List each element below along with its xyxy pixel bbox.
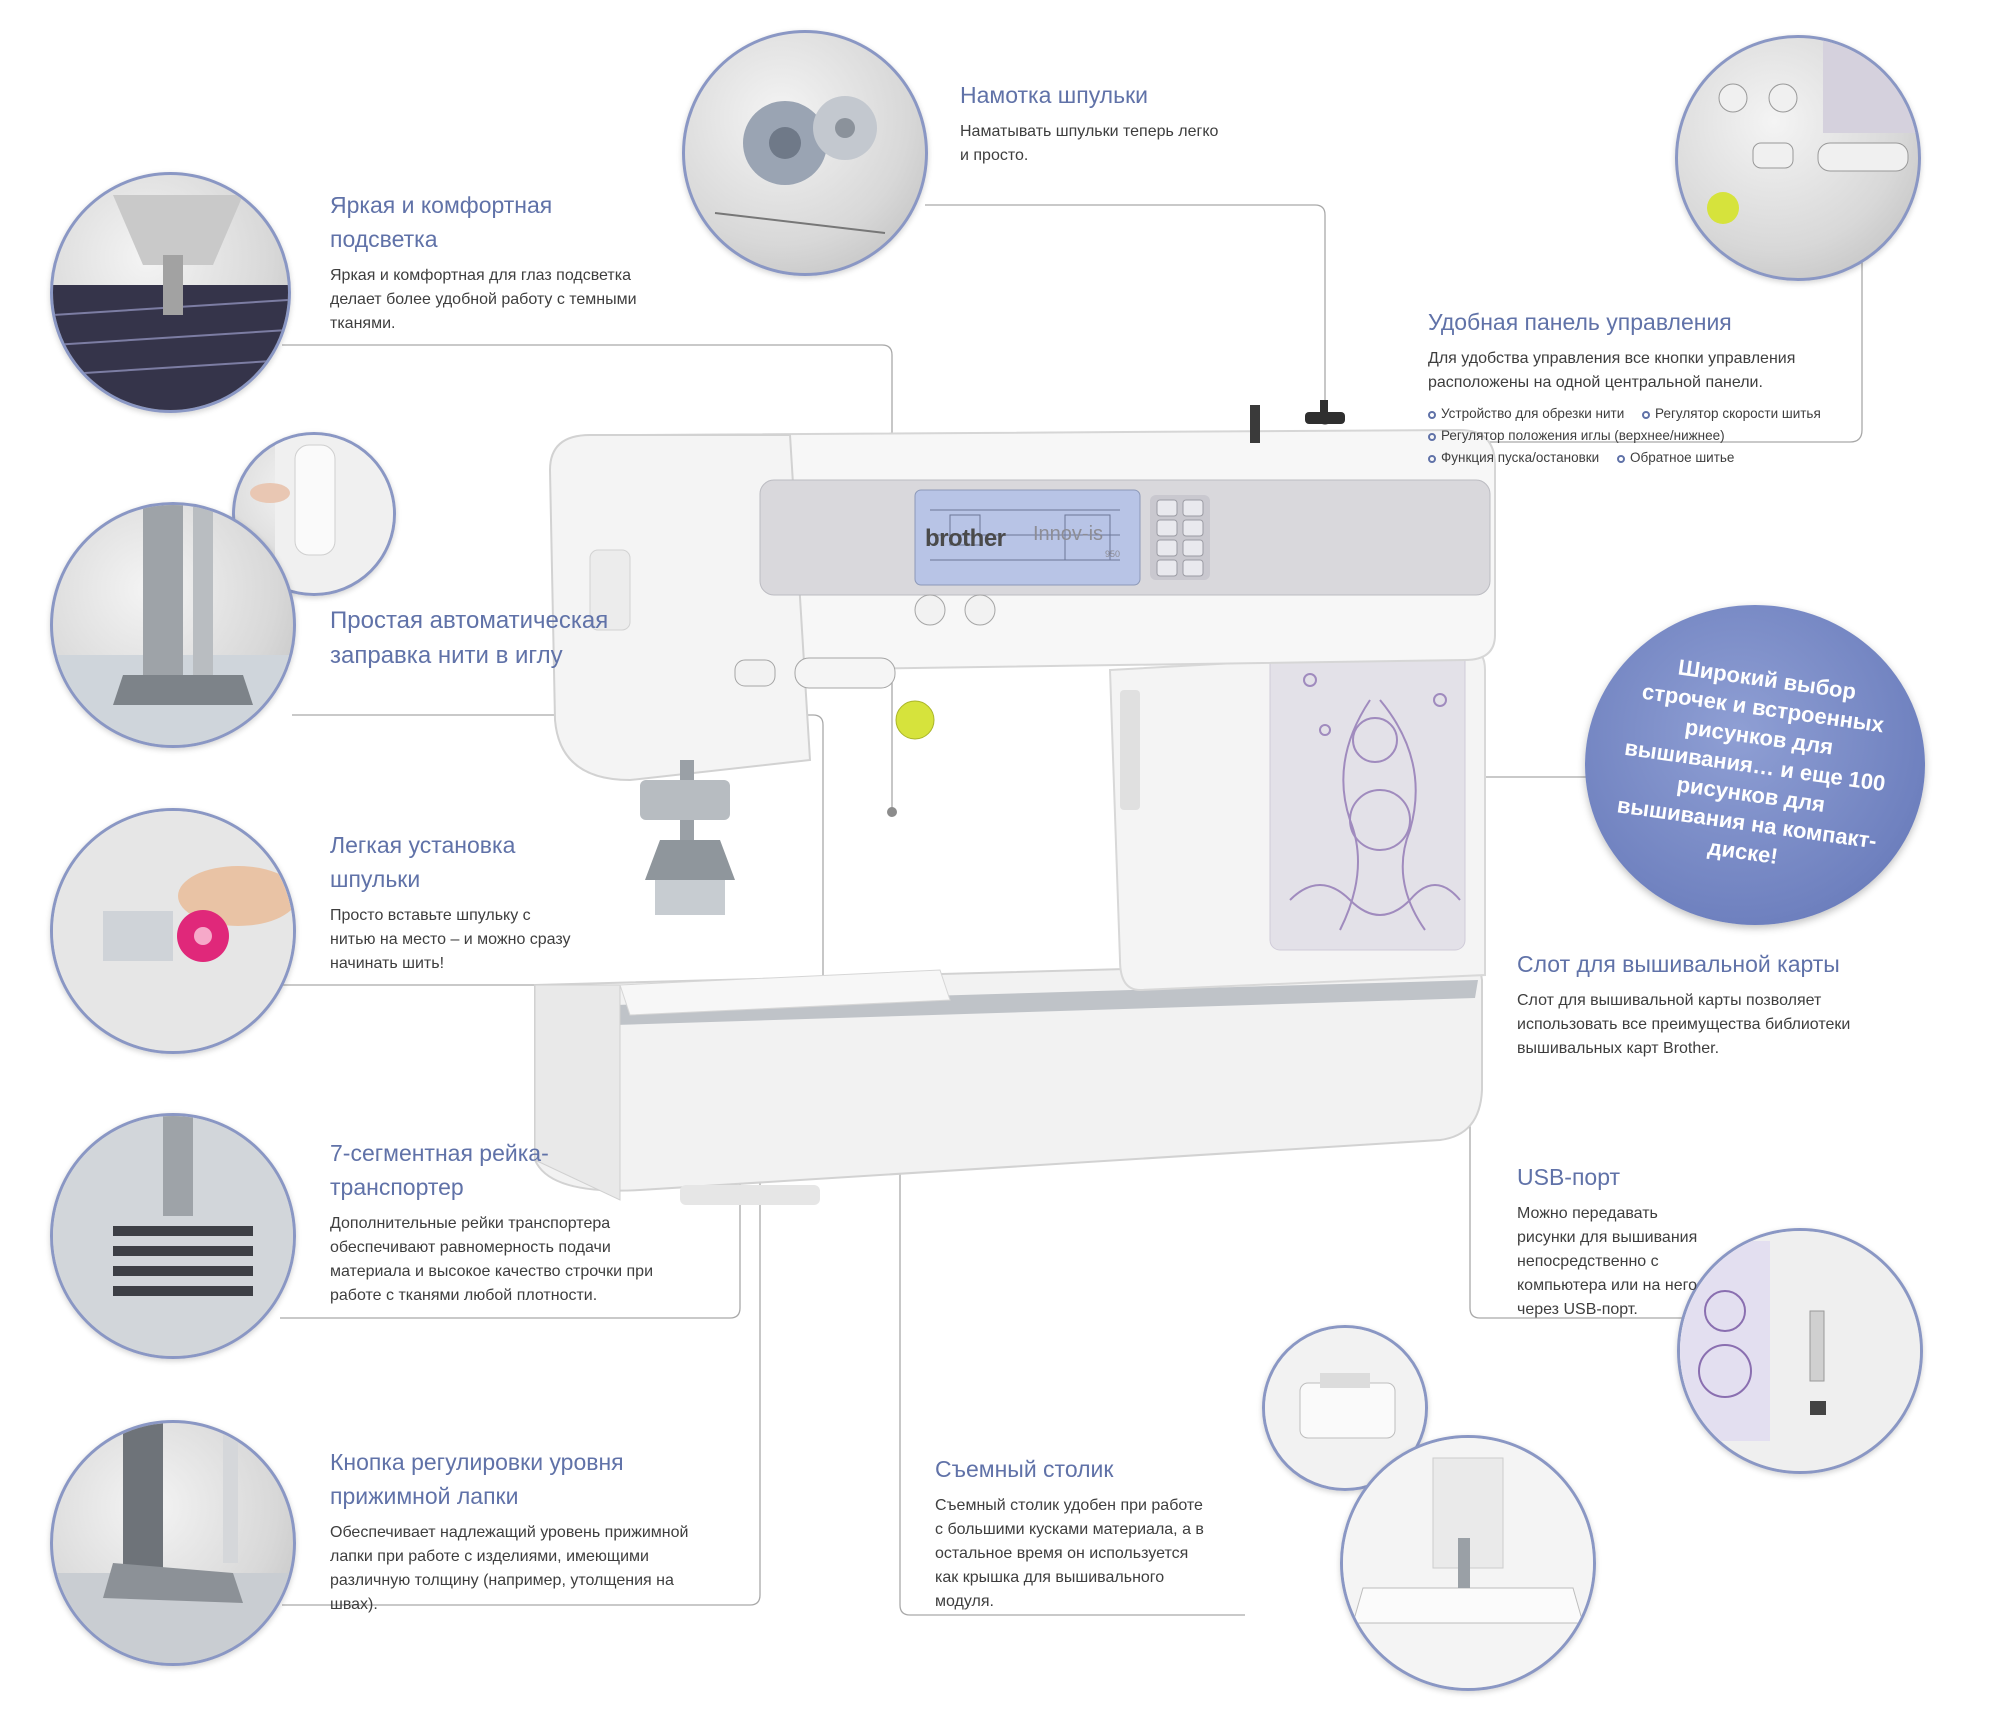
feature-desc: Съемный столик удобен при работе с больш… — [935, 1497, 1204, 1610]
feature-desc: Слот для вышивальной карты позволяет исп… — [1517, 992, 1851, 1057]
feature-desc: Наматывать шпульки теперь легко и просто… — [960, 123, 1219, 164]
control-panel-bullets: Устройство для обрезки нити Регулятор ск… — [1428, 403, 1888, 469]
feature-desc: Яркая и комфортная для глаз подсветка де… — [330, 267, 637, 332]
feed-dogs-photo — [50, 1113, 296, 1359]
model-number: 950 — [1105, 549, 1121, 559]
feature-bobbin-install: Легкая установка шпульки Просто вставьте… — [330, 828, 620, 976]
feature-title: Намотка шпульки — [960, 82, 1148, 108]
feature-bobbin-winding: Намотка шпульки Наматывать шпульки тепер… — [960, 78, 1340, 168]
sewing-machine-image — [520, 400, 1520, 1230]
bullet-item: Устройство для обрезки нити — [1428, 403, 1624, 425]
feature-title: Кнопка регулировки уровня прижимной лапк… — [330, 1449, 624, 1509]
feature-title: Простая автоматическая заправка нити в и… — [330, 607, 609, 669]
brand-logo: brother — [925, 525, 1006, 552]
feature-desc: Для удобства управления все кнопки управ… — [1428, 350, 1796, 391]
feature-desc: Можно передавать рисунки для вышивания н… — [1517, 1205, 1698, 1318]
feature-desc: Просто вставьте шпульку с нитью на место… — [330, 907, 571, 972]
removable-table-photo — [1340, 1435, 1596, 1691]
feature-control-panel: Удобная панель управления Для удобства у… — [1428, 305, 1888, 469]
feature-title: Удобная панель управления — [1428, 309, 1732, 335]
bullet-dot-icon — [1642, 411, 1651, 419]
usb-port-photo — [1677, 1228, 1923, 1474]
feature-title: Яркая и комфортная подсветка — [330, 192, 553, 252]
feature-lighting: Яркая и комфортная подсветка Яркая и ком… — [330, 188, 690, 336]
control-panel-photo — [1675, 35, 1921, 281]
bullet-dot-icon — [1428, 411, 1436, 419]
feature-title: Слот для вышивальной карты — [1517, 951, 1840, 977]
feature-table: Съемный столик Съемный столик удобен при… — [935, 1452, 1225, 1614]
promo-text: Широкий выбор строчек и встроенных рисун… — [1615, 653, 1887, 869]
bobbin-install-photo — [50, 808, 296, 1054]
feature-title: 7-сегментная рейка-транспортер — [330, 1140, 549, 1200]
feature-title: Легкая установка шпульки — [330, 832, 516, 892]
bullet-dot-icon — [1428, 455, 1436, 463]
feature-card-slot: Слот для вышивальной карты Слот для выши… — [1517, 947, 1917, 1061]
bullet-dot-icon — [1428, 433, 1436, 441]
feature-desc: Дополнительные рейки транспортера обеспе… — [330, 1215, 654, 1304]
feature-threading: Простая автоматическая заправка нити в и… — [330, 603, 620, 681]
promo-badge: Широкий выбор строчек и встроенных рисун… — [1585, 605, 1925, 925]
bullet-item: Регулятор скорости шитья — [1642, 403, 1821, 425]
feature-presser-foot: Кнопка регулировки уровня прижимной лапк… — [330, 1445, 730, 1617]
feature-usb: USB-порт Можно передавать рисунки для вы… — [1517, 1160, 1717, 1322]
threader-lever-photo — [232, 432, 396, 596]
feature-desc: Обеспечивает надлежащий уровень прижимно… — [330, 1524, 689, 1613]
presser-foot-photo — [50, 1420, 296, 1666]
bobbin-winding-photo — [682, 30, 928, 276]
bullet-dot-icon — [1616, 455, 1625, 463]
threading-photo — [50, 502, 296, 748]
feature-title: Съемный столик — [935, 1456, 1114, 1482]
lighting-photo — [50, 172, 291, 413]
model-logo: Innov-is — [1033, 523, 1104, 545]
bullet-item: Функция пуска/остановки — [1428, 447, 1599, 469]
bullet-item: Обратное шитье — [1616, 447, 1734, 469]
bullet-item: Регулятор положения иглы (верхнее/нижнее… — [1428, 425, 1725, 447]
feature-feed-dogs: 7-сегментная рейка-транспортер Дополните… — [330, 1136, 710, 1308]
feature-title: USB-порт — [1517, 1164, 1621, 1190]
